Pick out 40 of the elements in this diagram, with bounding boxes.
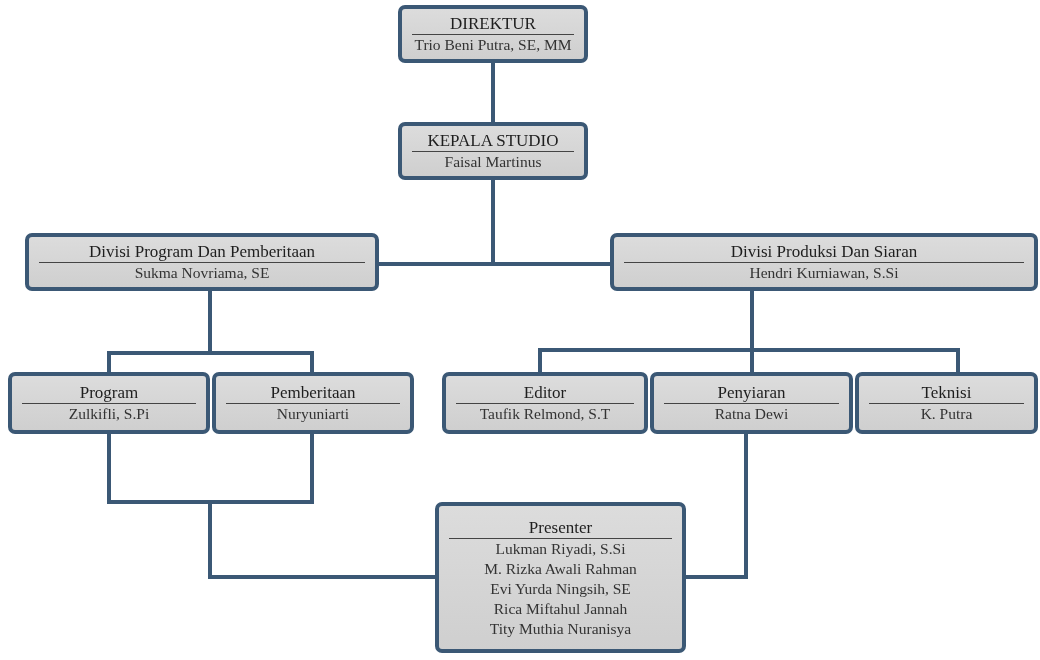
position-title: Divisi Produksi Dan Siaran [624,241,1024,263]
person-name: K. Putra [920,404,973,424]
person-name: Lukman Riyadi, S.Si [495,538,626,559]
org-box [435,502,686,653]
person-name: Nuryuniarti [276,404,350,424]
org-box [398,5,588,63]
connector-line [686,434,748,579]
position-title: Editor [456,382,634,404]
position-title: Program [22,382,196,404]
org-box [855,372,1038,434]
position-title: Presenter [449,516,672,539]
person-name: M. Rizka Awali Rahman [484,558,637,579]
org-box [25,233,379,291]
org-box [442,372,648,434]
org-box [8,372,210,434]
position-title: KEPALA STUDIO [412,130,574,152]
position-title: Divisi Program Dan Pemberitaan [39,241,365,263]
connector-line [208,434,435,579]
position-title: Teknisi [869,382,1024,404]
position-title: Penyiaran [664,382,839,404]
org-box [610,233,1038,291]
connector-line [208,291,314,372]
person-name: Zulkifli, S.Pi [68,404,150,424]
org-box [398,122,588,180]
connector-line [750,291,960,372]
person-name: Rica Miftahul Jannah [493,598,628,619]
org-box [650,372,853,434]
person-name: Tity Muthia Nuranisya [489,618,632,639]
connector-line [491,63,495,122]
org-box [212,372,414,434]
person-name: Taufik Relmond, S.T [479,404,611,424]
person-name: Sukma Novriama, SE [134,263,270,283]
person-name: Evi Yurda Ningsih, SE [490,578,631,599]
person-name: Ratna Dewi [714,404,789,424]
connector-line [491,180,610,266]
position-title: Pemberitaan [226,382,400,404]
position-title: DIREKTUR [412,13,574,35]
person-name: Hendri Kurniawan, S.Si [749,263,899,283]
person-name: Trio Beni Putra, SE, MM [414,35,572,55]
person-name: Faisal Martinus [444,152,542,172]
